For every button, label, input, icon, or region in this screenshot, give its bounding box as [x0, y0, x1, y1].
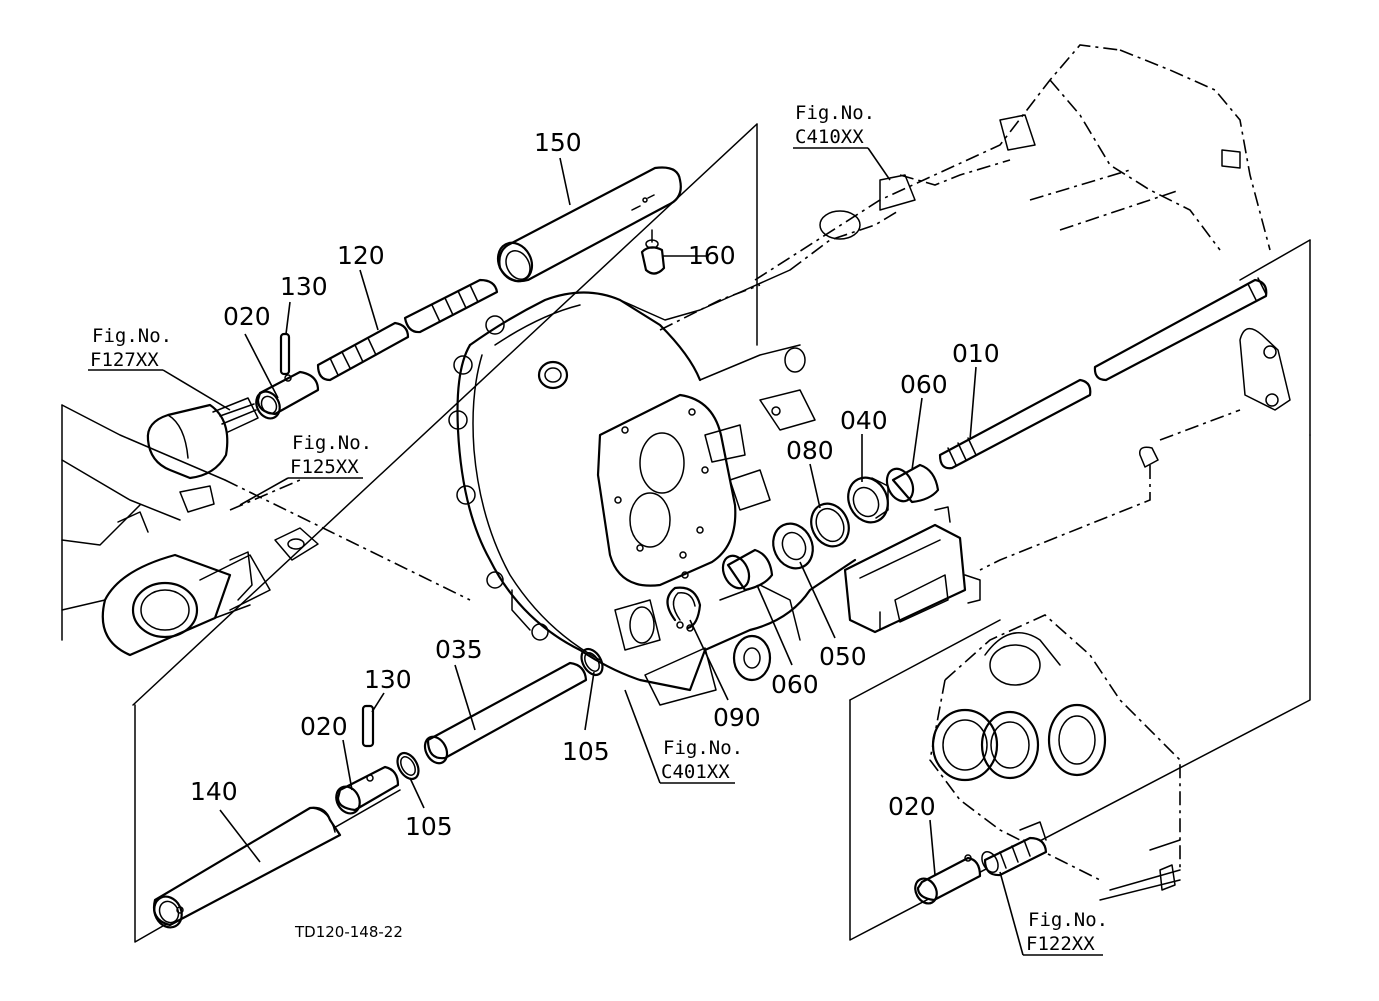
label-part-090: 090	[713, 703, 761, 732]
part-035-pipe	[423, 661, 588, 765]
figure-references: Fig.No. C410XX Fig.No. F127XX Fig.No. F1…	[90, 102, 1108, 955]
part-020-sleeve-right	[914, 854, 982, 905]
part-labels: 150 160 120 130 020 010 060 040 080 050 …	[190, 128, 1000, 841]
label-part-105-bottom: 105	[405, 812, 453, 841]
drawing-code: TD120-148-22	[294, 923, 403, 941]
part-105-oring-top	[580, 647, 604, 677]
fig-ref-c401-title: Fig.No.	[663, 737, 743, 759]
transmission-case	[448, 269, 857, 706]
part-060-collar-bottom	[721, 548, 774, 592]
part-130-pin-top	[279, 332, 291, 376]
rear-housing	[659, 44, 1291, 634]
part-040-bearing	[847, 476, 889, 524]
fig-ref-f125-title: Fig.No.	[292, 432, 372, 454]
fig-ref-f127-code: F127XX	[90, 349, 159, 371]
label-part-130-bottom: 130	[364, 665, 412, 694]
part-120-shaft	[316, 278, 499, 382]
label-part-020-bottom: 020	[300, 712, 348, 741]
part-060-collar-top	[885, 463, 940, 504]
part-150-pipe	[496, 166, 682, 283]
label-part-130-top: 130	[280, 272, 328, 301]
part-010-shaft	[938, 277, 1268, 470]
part-090-snap-ring	[666, 586, 702, 632]
front-output-shaft	[981, 821, 1048, 877]
part-020-sleeve-bottom	[335, 765, 400, 815]
part-140-pipe	[152, 806, 342, 929]
part-130-pin-bottom	[361, 704, 375, 748]
label-part-150: 150	[534, 128, 582, 157]
leader-lines	[88, 147, 1103, 956]
fig-ref-f125-code: F125XX	[290, 456, 359, 478]
fig-ref-c410-title: Fig.No.	[795, 102, 875, 124]
label-part-140: 140	[190, 777, 238, 806]
front-shaft-coupling	[146, 397, 259, 480]
fig-ref-f122-title: Fig.No.	[1028, 909, 1108, 931]
part-105-oring-bottom	[396, 751, 420, 781]
fig-ref-c410-code: C410XX	[795, 126, 864, 148]
label-part-020-right: 020	[888, 792, 936, 821]
part-080-ring	[810, 502, 850, 548]
label-part-105-top: 105	[562, 737, 610, 766]
label-part-050: 050	[819, 642, 867, 671]
label-part-020-top: 020	[223, 302, 271, 331]
fig-ref-c401-code: C401XX	[661, 761, 730, 783]
part-020-sleeve-top	[255, 370, 320, 420]
front-frame-assembly	[61, 404, 471, 657]
label-part-060-top: 060	[900, 370, 948, 399]
fig-ref-f122-code: F122XX	[1026, 933, 1095, 955]
label-part-040: 040	[840, 406, 888, 435]
label-part-080: 080	[786, 436, 834, 465]
front-gear-case	[929, 614, 1181, 901]
label-part-120: 120	[337, 241, 385, 270]
label-part-010: 010	[952, 339, 1000, 368]
label-part-060-bottom: 060	[771, 670, 819, 699]
part-160-plug	[640, 229, 666, 275]
label-part-035: 035	[435, 635, 483, 664]
fig-ref-f127-title: Fig.No.	[92, 325, 172, 347]
label-part-160: 160	[688, 241, 736, 270]
